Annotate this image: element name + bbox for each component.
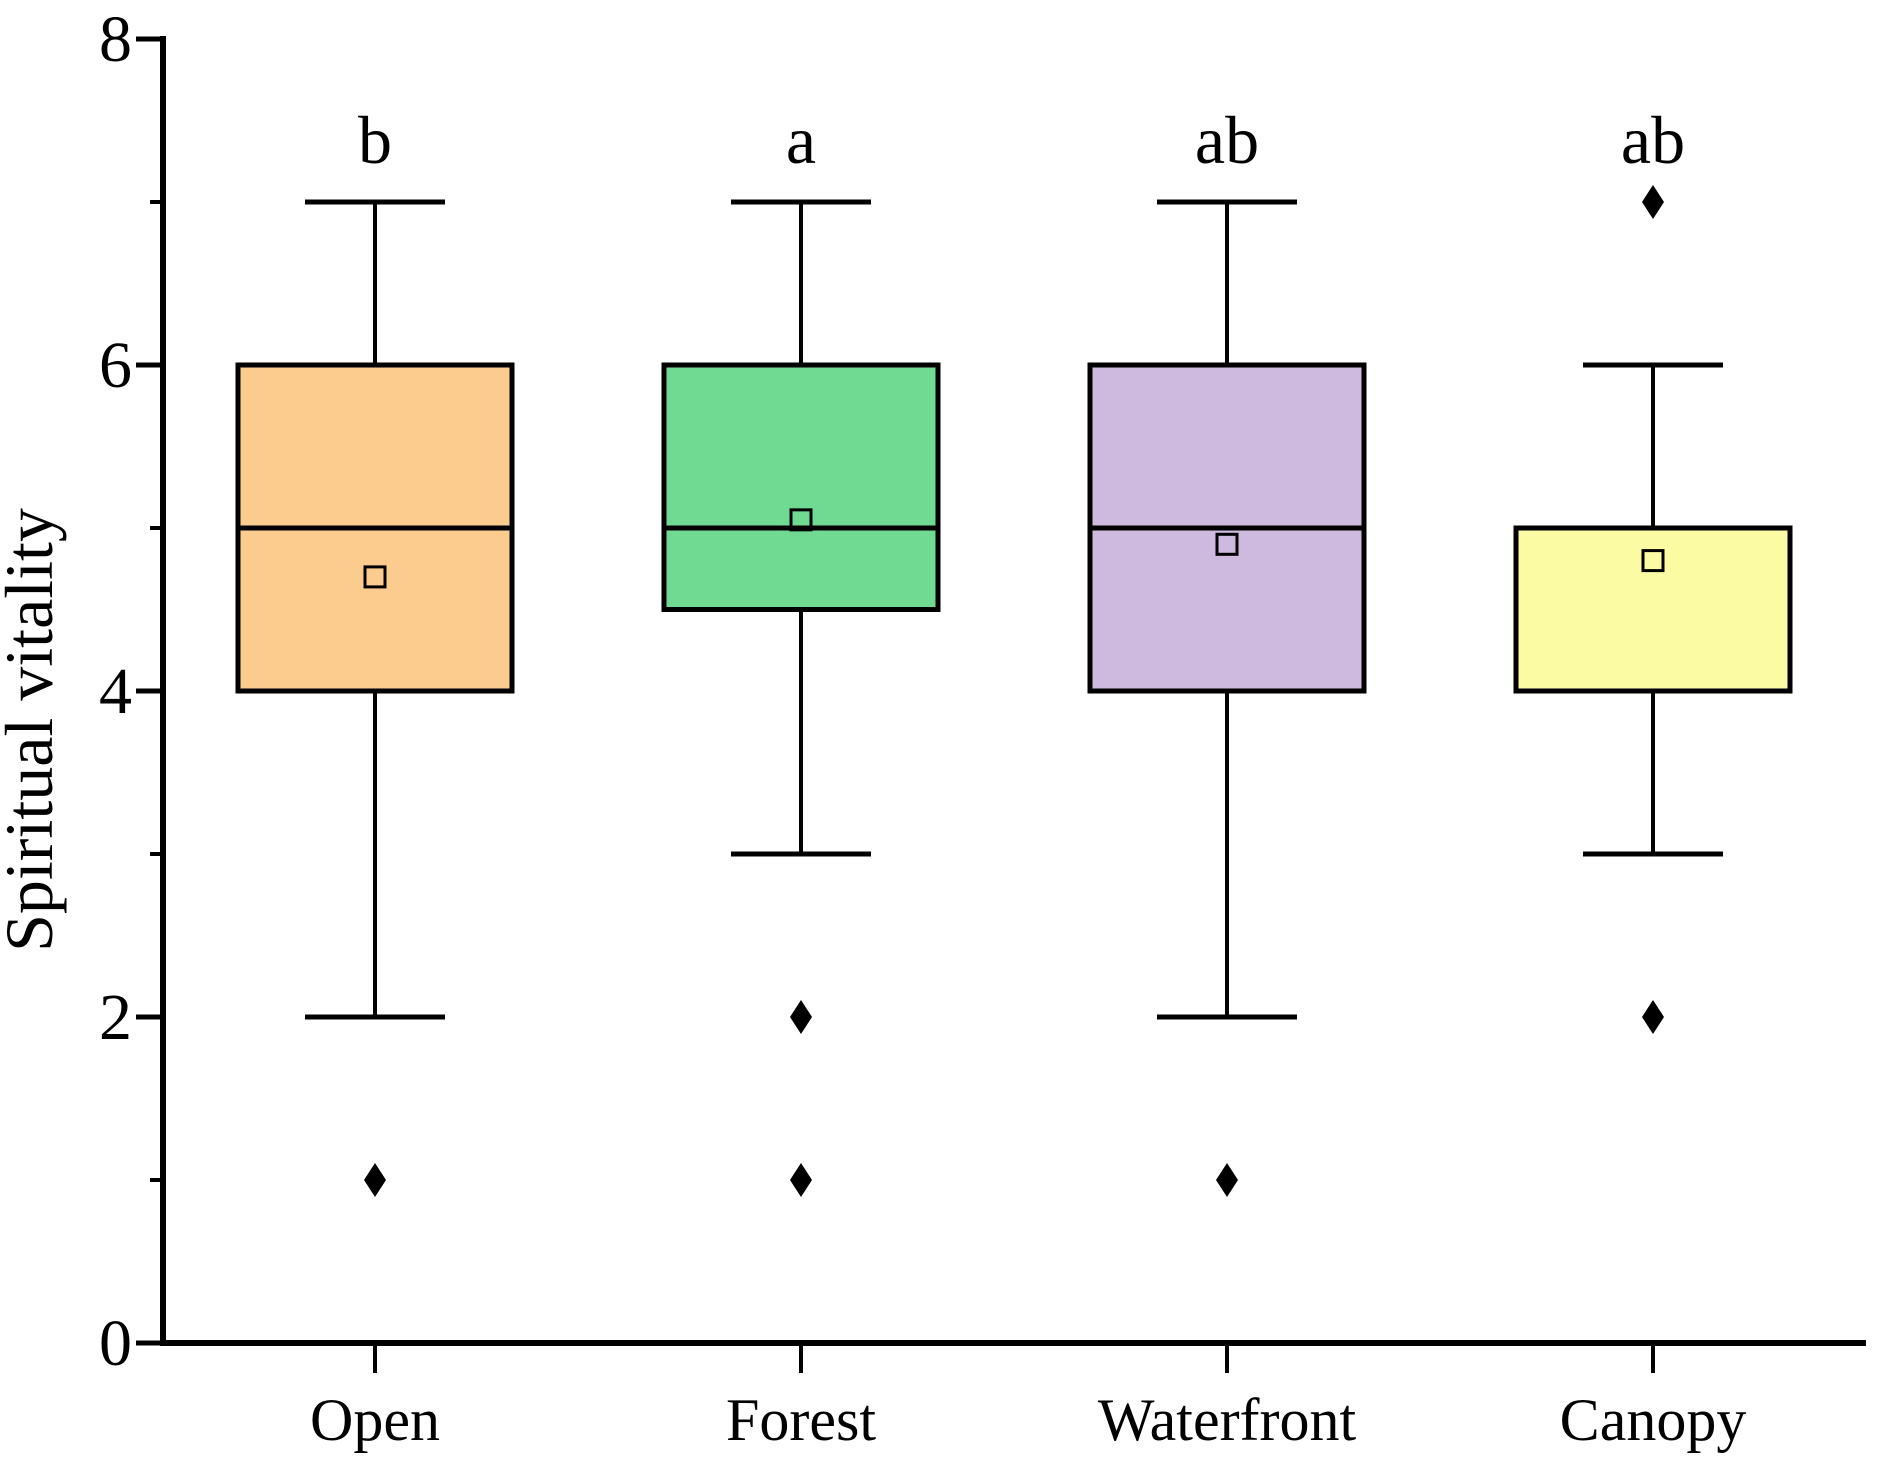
y-axis-title: Spiritual vitality <box>0 508 67 952</box>
y-tick-label-0: 0 <box>99 1307 132 1380</box>
box-canopy <box>1513 525 1793 694</box>
outlier-diamond-forest-1 <box>790 1163 812 1197</box>
mean-marker-waterfront <box>1215 532 1239 556</box>
y-tick-label-4: 4 <box>99 655 132 728</box>
x-category-label-waterfront: Waterfront <box>1098 1387 1357 1453</box>
mean-marker-open <box>363 565 387 589</box>
sig-letter-canopy: ab <box>1621 102 1685 178</box>
sig-letter-forest: a <box>786 102 816 178</box>
mean-marker-canopy <box>1641 549 1665 573</box>
y-tick-label-6: 6 <box>99 329 132 402</box>
sig-letter-open: b <box>358 102 392 178</box>
mean-marker-forest <box>789 508 813 532</box>
outlier-diamond-open-0 <box>364 1163 386 1197</box>
x-category-label-forest: Forest <box>726 1387 876 1453</box>
outlier-diamond-forest-0 <box>790 1000 812 1034</box>
x-category-label-open: Open <box>310 1387 440 1453</box>
y-tick-label-2: 2 <box>99 981 132 1054</box>
x-category-label-canopy: Canopy <box>1560 1387 1747 1453</box>
y-tick-label-8: 8 <box>99 3 132 76</box>
outlier-diamond-waterfront-0 <box>1216 1163 1238 1197</box>
outlier-diamond-canopy-0 <box>1642 185 1664 219</box>
box-forest <box>661 362 941 612</box>
outlier-diamond-canopy-1 <box>1642 1000 1664 1034</box>
sig-letter-waterfront: ab <box>1195 102 1259 178</box>
